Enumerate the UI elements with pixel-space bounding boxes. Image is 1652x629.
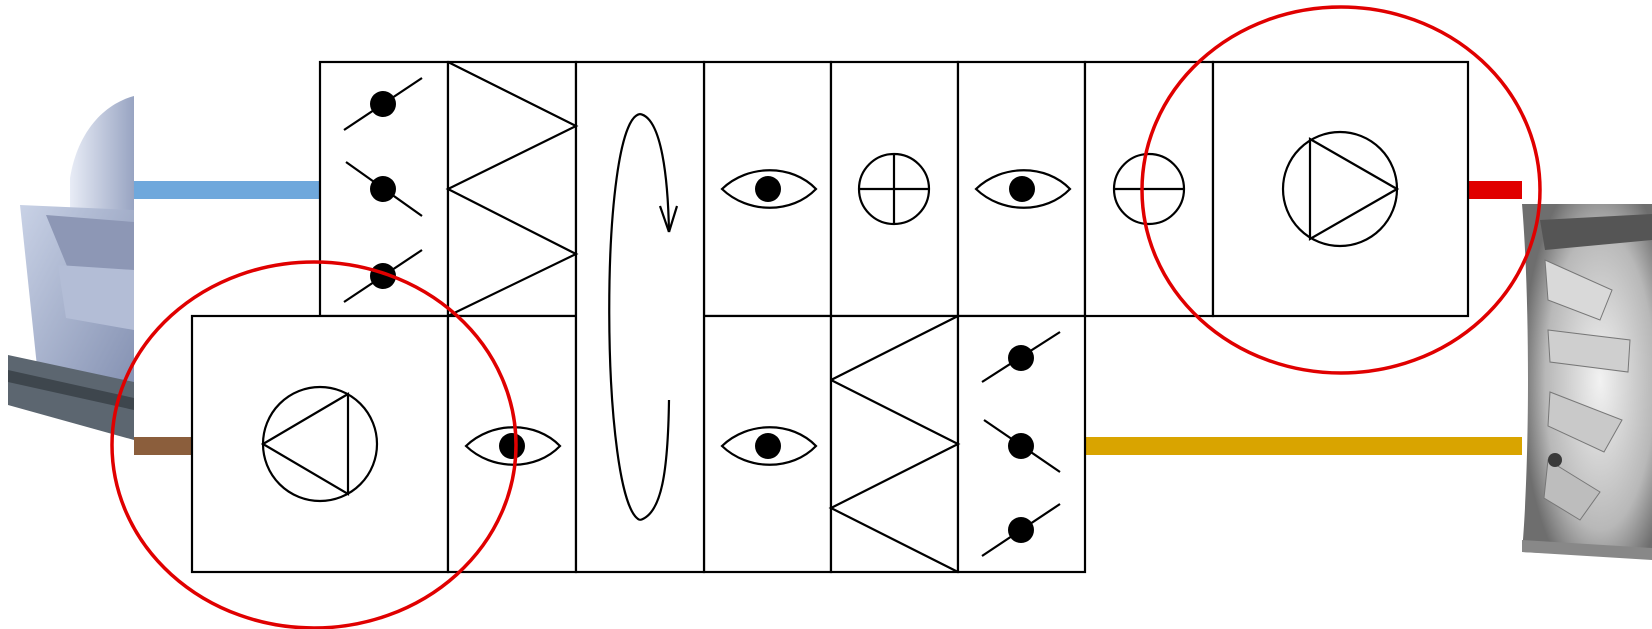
outdoor-air-duct [134, 181, 320, 199]
extract-air-duct [134, 437, 192, 455]
rotary-heat-exchanger-cell [574, 60, 706, 574]
exhaust-damper-icon [981, 331, 1061, 557]
axial-fan-photo [1522, 204, 1652, 560]
exhaust-air-duct [1084, 437, 1522, 455]
sensor-icon [720, 169, 818, 209]
cooling-coil-icon [1112, 152, 1186, 226]
sensor-icon [974, 169, 1072, 209]
sensor-icon [464, 426, 562, 466]
rotary-heat-exchanger-icon [608, 112, 679, 522]
supply-row [318, 60, 1470, 318]
extract-fan-highlight-ring [110, 260, 518, 629]
extract-fan-cell [190, 314, 450, 574]
extract-filter-cell [829, 314, 960, 574]
exhaust-filter-icon [828, 315, 961, 573]
heating-coil-icon [857, 152, 931, 226]
supply-filter-icon [445, 61, 579, 317]
supply-fan-icon [1281, 130, 1400, 248]
centrifugal-fan-photo [8, 96, 134, 440]
rotary-heat-exchanger [574, 60, 706, 574]
supply-fan-cell [1211, 60, 1470, 318]
sensor-icon [720, 426, 818, 466]
supply-fan-highlight-ring [1140, 5, 1542, 375]
supply-air-duct [1468, 181, 1522, 199]
extract-fan-icon [260, 385, 379, 503]
supply-filter-cell [446, 60, 578, 318]
